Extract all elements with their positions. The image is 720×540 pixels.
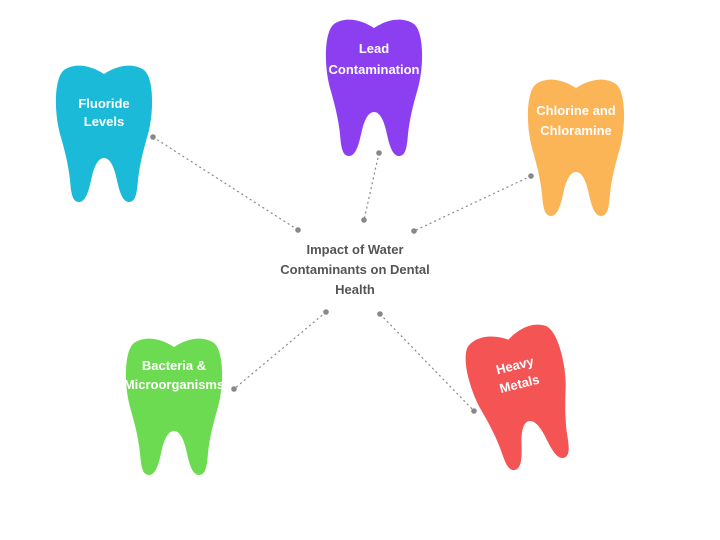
connector-dot xyxy=(231,386,237,392)
connector-dot xyxy=(411,228,417,234)
tooth-heavy-metals: Heavy Metals xyxy=(459,319,587,476)
tooth-lead: Lead Contamination xyxy=(325,19,423,157)
connector-dot xyxy=(150,134,156,140)
connector-dot xyxy=(528,173,534,179)
tooth-label-line: Bacteria & xyxy=(142,358,206,373)
tooth-label-line: Contamination xyxy=(329,62,420,77)
connector-dot xyxy=(471,408,477,414)
tooth-icon xyxy=(55,65,153,203)
center-title: Impact of Water Contaminants on Dental H… xyxy=(260,240,450,300)
connector-dot xyxy=(376,150,382,156)
tooth-label-line: Microorganisms xyxy=(124,377,224,392)
tooth-label-line: Chlorine and xyxy=(536,103,616,118)
tooth-fluoride: Fluoride Levels xyxy=(55,65,153,203)
tooth-icon xyxy=(459,319,587,476)
tooth-label-line: Fluoride xyxy=(78,96,129,111)
connector-heavy-metals xyxy=(377,311,477,414)
tooth-label-line: Chloramine xyxy=(540,123,612,138)
connector-dot xyxy=(323,309,329,315)
connector-fluoride xyxy=(150,134,301,233)
center-title-line: Contaminants on Dental xyxy=(280,262,430,277)
center-title-line: Impact of Water xyxy=(306,242,404,257)
connector-chlorine xyxy=(411,173,534,234)
center-title-line: Health xyxy=(335,282,375,297)
connector-dot xyxy=(361,217,367,223)
tooth-icon xyxy=(527,79,625,217)
tooth-label-line: Lead xyxy=(359,41,389,56)
tooth-chlorine: Chlorine and Chloramine xyxy=(527,79,625,217)
tooth-bacteria: Bacteria & Microorganisms xyxy=(124,338,224,476)
tooth-label-line: Levels xyxy=(84,114,124,129)
connector-dot xyxy=(377,311,383,317)
connector-lead xyxy=(361,150,382,223)
connector-bacteria xyxy=(231,309,329,392)
connector-dot xyxy=(295,227,301,233)
